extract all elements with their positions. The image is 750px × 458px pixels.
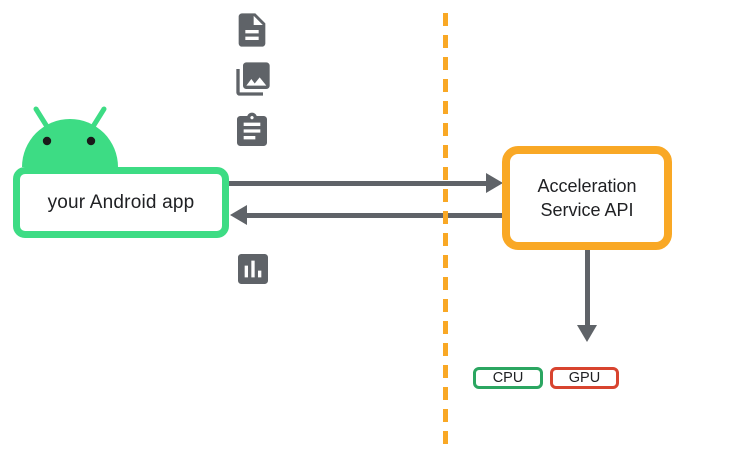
acceleration-service-api-box: Acceleration Service API xyxy=(502,146,672,250)
clipboard-icon xyxy=(232,111,272,151)
arrow-api-to-app-head xyxy=(230,205,247,225)
dashed-boundary-line xyxy=(443,13,448,445)
arrow-app-to-api-line xyxy=(229,181,487,186)
document-icon xyxy=(232,10,272,50)
android-app-box: your Android app xyxy=(13,167,229,238)
cpu-label: CPU xyxy=(492,370,524,386)
acceleration-service-api-label: Acceleration Service API xyxy=(537,176,637,220)
gpu-label: GPU xyxy=(568,370,601,386)
android-head-icon xyxy=(22,106,118,167)
android-robot-icon xyxy=(18,105,122,167)
arrow-api-to-app-line xyxy=(247,213,506,218)
cpu-chip: CPU xyxy=(473,367,543,389)
arrow-api-to-hardware-line xyxy=(585,250,590,326)
gpu-chip: GPU xyxy=(550,367,619,389)
arrow-app-to-api-head xyxy=(486,173,503,193)
bar-chart-icon xyxy=(233,249,273,289)
arrow-api-to-hardware-head xyxy=(577,325,597,342)
photo-library-icon xyxy=(233,59,273,99)
android-app-label: your Android app xyxy=(47,191,195,213)
